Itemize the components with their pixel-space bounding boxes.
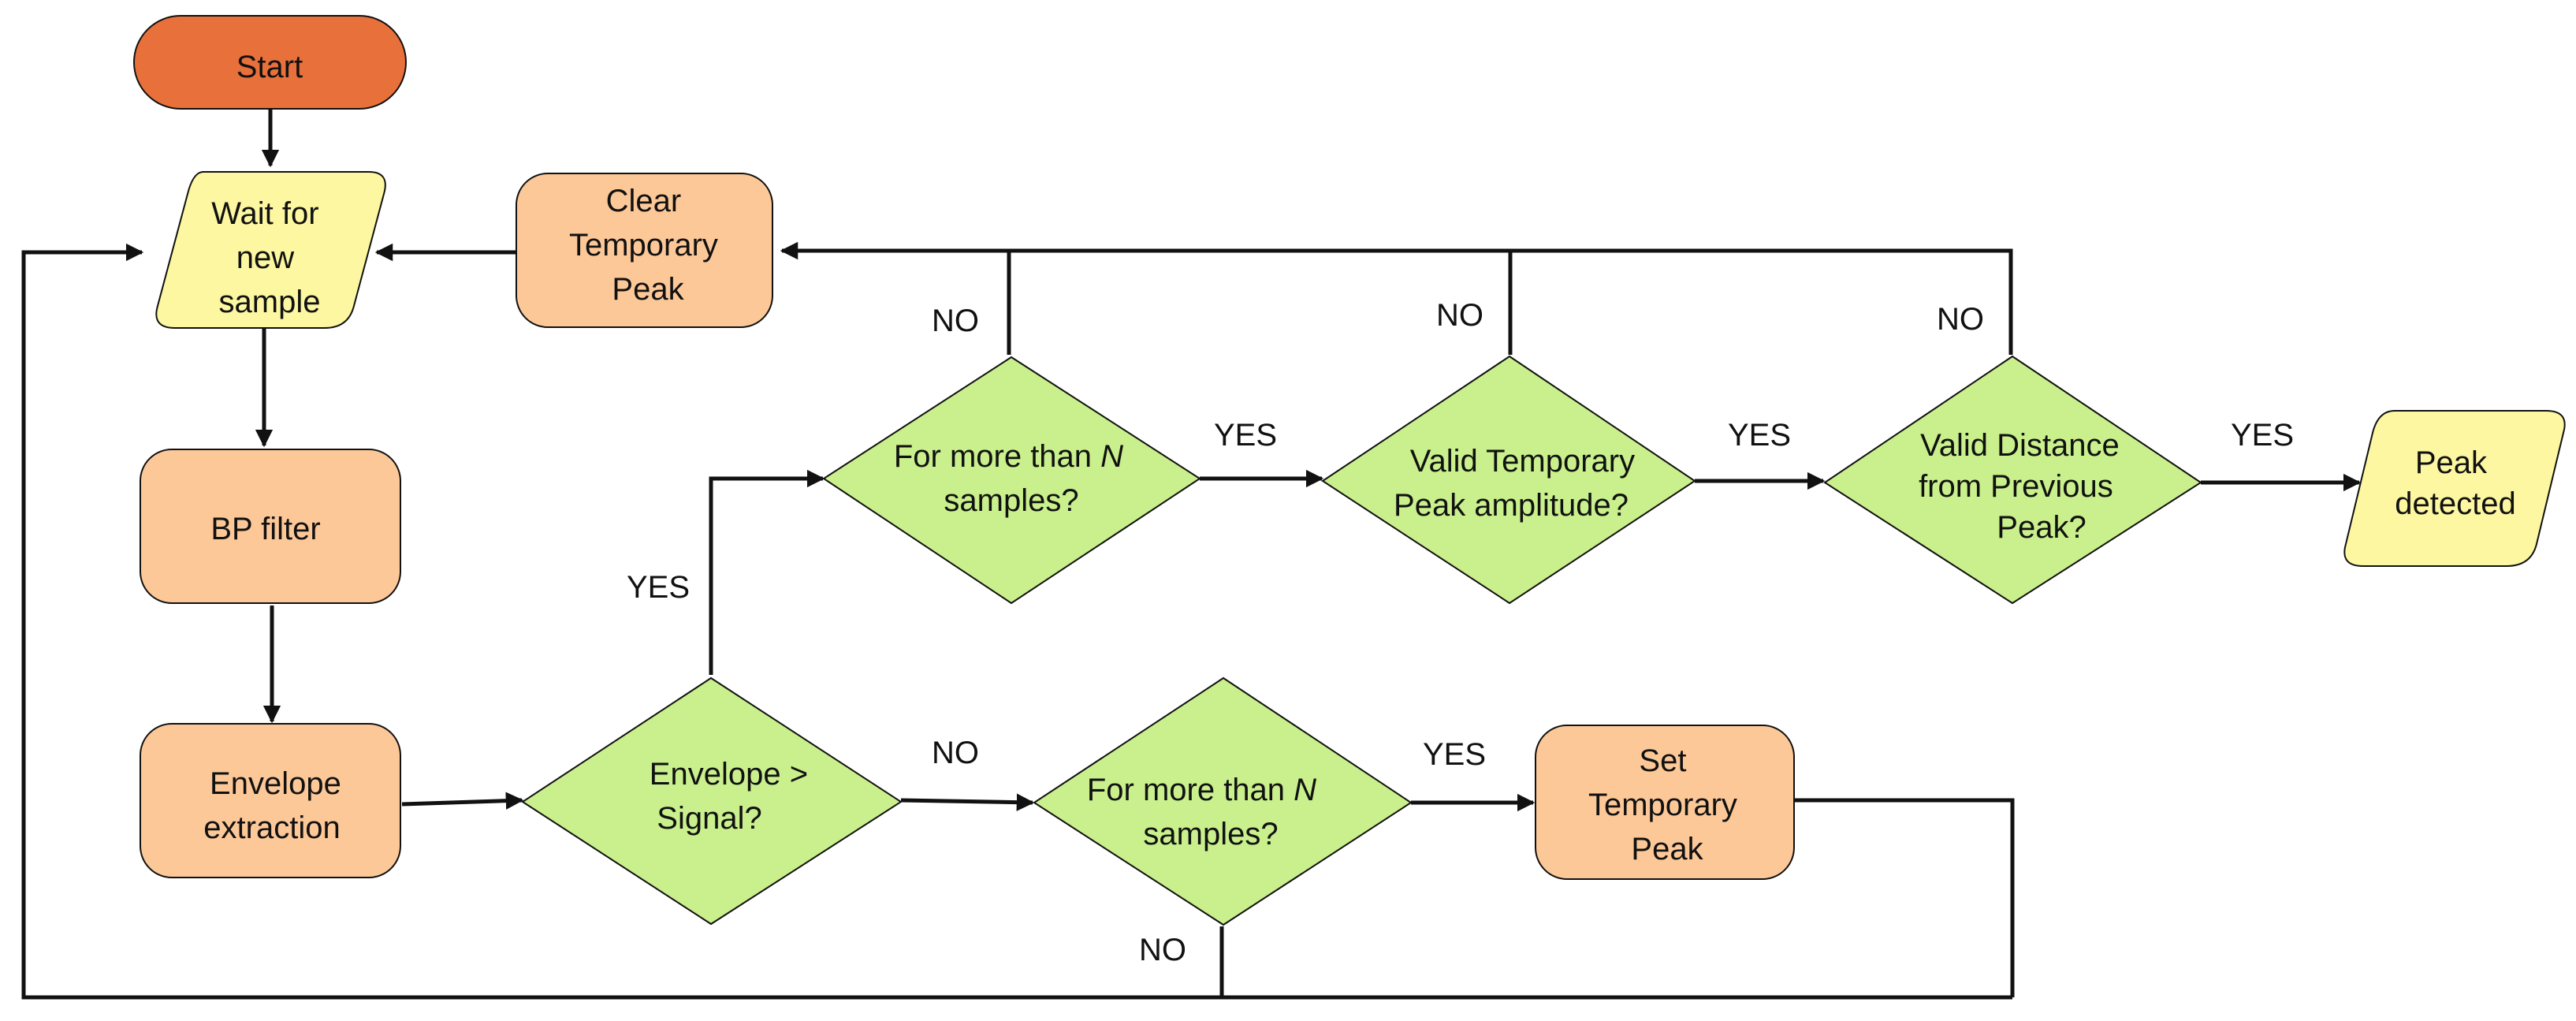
valid-dist-label-line-3: Peak? — [1997, 510, 2086, 545]
valid-amp-label-line-2: Peak amplitude? — [1394, 488, 1629, 523]
top3-yes-label: YES — [2231, 418, 2294, 453]
clear-label: Clear Temporary Peak — [569, 184, 727, 307]
more-n-top-label: For more than N samples? — [894, 439, 1132, 518]
wait-shape — [155, 171, 386, 329]
bp-filter-node: BP filter — [140, 449, 401, 604]
valid-amp-shape — [1321, 355, 1696, 605]
env-no-label: NO — [932, 736, 979, 770]
envelope-extraction-node: Envelope extraction — [140, 723, 401, 878]
variable-n: N — [1294, 773, 1316, 807]
start-shape — [133, 15, 407, 110]
bot-no-label: NO — [1139, 933, 1186, 967]
more-n-bot-shape — [1033, 676, 1413, 926]
envelope-label-line-2: extraction — [203, 810, 340, 845]
more-than-n-samples-decision-top: For more than N samples? — [822, 356, 1201, 605]
variable-n: N — [1100, 439, 1123, 474]
start-label: Start — [236, 50, 303, 84]
peak-label-line-2: detected — [2395, 486, 2515, 521]
valid-dist-label: Valid Distance from Previous Peak? — [1919, 428, 2128, 545]
wait-label-line-1: Wait for — [211, 196, 318, 231]
env-signal-label-line-2: Signal? — [657, 801, 761, 836]
edges — [21, 109, 2362, 1000]
start-label-line-1: Start — [236, 50, 303, 84]
bp-shape — [140, 449, 401, 604]
edge-set-to-loop — [1793, 798, 2015, 997]
start-node: Start — [133, 15, 407, 110]
set-temporary-peak-node: Set Temporary Peak — [1535, 725, 1795, 880]
more-n-bot-label-line-2: samples? — [1143, 817, 1278, 851]
clear-label-line-2: Temporary — [569, 228, 718, 263]
wait-label-line-2: new — [236, 240, 294, 275]
clear-label-line-3: Peak — [612, 272, 684, 307]
envelope-shape — [140, 723, 401, 878]
valid-amp-label: Valid Temporary Peak amplitude? — [1394, 444, 1644, 523]
more-n-top-shape — [822, 356, 1201, 605]
set-temp-label-line-3: Peak — [1631, 832, 1703, 866]
more-n-bot-label: For more than N samples? — [1087, 773, 1325, 851]
clear-temporary-peak-node: Clear Temporary Peak — [516, 173, 773, 328]
set-temp-label-line-2: Temporary — [1588, 788, 1737, 822]
bot-yes-label: YES — [1423, 737, 1486, 772]
envelope-label: Envelope extraction — [203, 766, 350, 845]
more-n-top-label-line-1: For more than N — [894, 439, 1123, 474]
wait-for-new-sample-node: Wait for new sample — [155, 171, 386, 329]
top2-no-label: NO — [1436, 298, 1483, 333]
wait-label-line-3: sample — [219, 285, 321, 319]
more-n-top-label-line-2: samples? — [944, 483, 1078, 518]
clear-shape — [516, 173, 773, 328]
top2-yes-label: YES — [1728, 418, 1791, 453]
valid-dist-label-line-1: Valid Distance — [1920, 428, 2120, 463]
set-temp-label: Set Temporary Peak — [1588, 743, 1746, 866]
env-signal-label: Envelope > Signal? — [650, 757, 817, 836]
peak-label: Peak detected — [2395, 445, 2515, 521]
set-temp-label-line-1: Set — [1639, 743, 1686, 778]
peak-detected-node: Peak detected — [2343, 410, 2566, 567]
env-signal-label-line-1: Envelope > — [650, 757, 808, 792]
peak-shape — [2343, 410, 2566, 567]
valid-temporary-peak-amplitude-decision: Valid Temporary Peak amplitude? — [1321, 355, 1696, 605]
envelope-greater-than-signal-decision: Envelope > Signal? — [521, 676, 903, 926]
peak-label-line-1: Peak — [2415, 445, 2488, 480]
edge-labels: NO NO NO YES YES YES YES NO YES NO — [627, 298, 2294, 967]
clear-label-line-1: Clear — [606, 184, 682, 218]
envelope-label-line-1: Envelope — [210, 766, 341, 801]
edge-envsignal-yes-to-top — [709, 469, 825, 675]
edge-envsignal-no-to-bottom — [900, 793, 1035, 811]
env-yes-label: YES — [627, 570, 690, 605]
valid-amp-label-line-1: Valid Temporary — [1410, 444, 1635, 479]
top3-no-label: NO — [1937, 302, 1984, 337]
wait-label: Wait for new sample — [211, 196, 327, 319]
valid-dist-label-line-2: from Previous — [1919, 469, 2113, 504]
edge-envelope-to-envsignal — [401, 792, 524, 810]
more-n-bot-label-line-1: For more than N — [1087, 773, 1316, 807]
valid-dist-shape — [1823, 355, 2202, 605]
edge-loop-to-wait — [21, 243, 2012, 1000]
more-than-n-samples-decision-bottom: For more than N samples? — [1033, 676, 1413, 926]
env-signal-shape — [521, 676, 903, 926]
bp-label-line-1: BP filter — [210, 512, 320, 546]
set-temp-shape — [1535, 725, 1795, 880]
top1-yes-label: YES — [1214, 418, 1277, 453]
top1-no-label: NO — [932, 304, 979, 338]
bp-label: BP filter — [210, 512, 320, 546]
valid-distance-from-previous-peak-decision: Valid Distance from Previous Peak? — [1823, 355, 2202, 605]
